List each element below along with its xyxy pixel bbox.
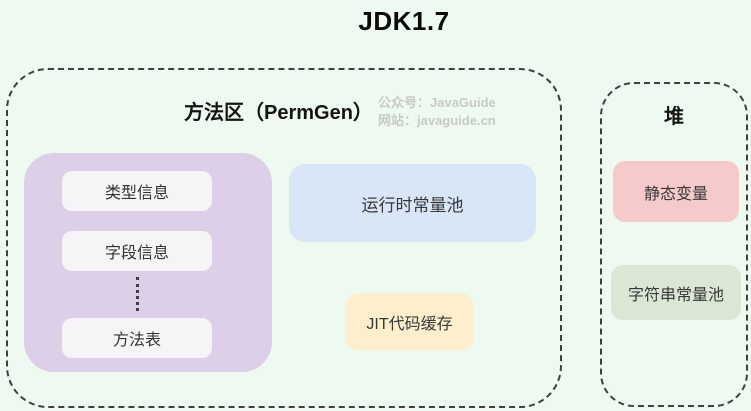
runtime-constant-pool-box: 运行时常量池: [289, 164, 536, 242]
watermark-line2: 网站：javaguide.cn: [378, 113, 496, 128]
heap-container: 堆 静态变量 字符串常量池: [600, 82, 748, 407]
method-table-box: 方法表: [62, 318, 212, 358]
field-info-box: 字段信息: [62, 231, 212, 271]
method-area-container: 方法区（PermGen） 公众号：JavaGuide 网站：javaguide.…: [6, 68, 562, 408]
static-variables-box: 静态变量: [613, 161, 739, 222]
method-area-title: 方法区（PermGen）: [184, 102, 373, 124]
heap-title: 堆: [664, 106, 684, 128]
jit-code-cache-box: JIT代码缓存: [345, 293, 474, 350]
watermark: 公众号：JavaGuide 网站：javaguide.cn: [378, 94, 496, 130]
class-metadata-panel: 类型信息 字段信息 方法表: [24, 153, 272, 372]
diagram-title: JDK1.7: [358, 6, 450, 36]
string-constant-pool-box: 字符串常量池: [611, 265, 741, 320]
ellipsis-dots: [136, 277, 139, 311]
type-info-box: 类型信息: [62, 171, 212, 211]
watermark-line1: 公众号：JavaGuide: [378, 95, 496, 110]
